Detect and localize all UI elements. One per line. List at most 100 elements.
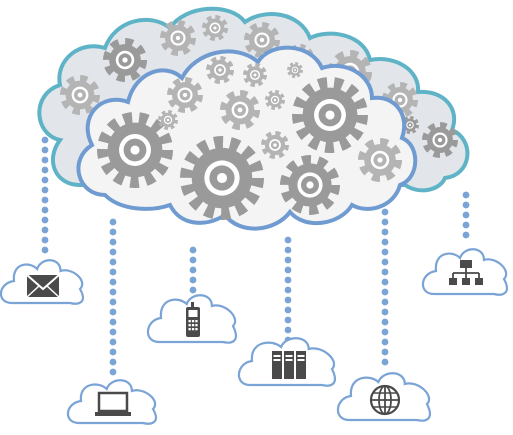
device-cloud-network — [421, 248, 509, 296]
gear-icon — [400, 115, 420, 135]
connector-dot — [284, 316, 292, 324]
connector-dot — [284, 266, 292, 274]
connector-dot — [109, 278, 117, 286]
connector-dot — [109, 238, 117, 246]
device-cloud-email — [0, 259, 85, 305]
gear-icon — [242, 62, 268, 88]
connector-dot — [462, 211, 470, 219]
connector-dot — [381, 238, 389, 246]
connector-dot — [41, 146, 49, 154]
gear-icon — [158, 110, 178, 130]
connector-dot — [284, 326, 292, 334]
connector-dot — [109, 358, 117, 366]
gear-icon — [202, 15, 228, 41]
connector-dot — [381, 218, 389, 226]
gears-front — [97, 56, 403, 220]
laptop-icon — [95, 391, 131, 416]
connector-dot — [109, 328, 117, 336]
connector-dot — [41, 216, 49, 224]
gear-icon — [261, 131, 289, 159]
connector-dot — [109, 228, 117, 236]
connector-dot — [284, 286, 292, 294]
device-clouds — [0, 248, 509, 425]
gear-icon — [97, 112, 173, 188]
connector-dot — [109, 288, 117, 296]
connector-lines — [41, 136, 470, 376]
connector-dot — [189, 246, 197, 254]
connector-dot — [41, 226, 49, 234]
connector-dot — [284, 256, 292, 264]
connector-dot — [381, 288, 389, 296]
gear-icon — [159, 19, 197, 57]
gear-icon — [279, 154, 341, 216]
connector-dot — [381, 298, 389, 306]
envelope-icon — [26, 274, 60, 298]
connector-dot — [381, 328, 389, 336]
connector-dot — [109, 268, 117, 276]
server-rack-icon — [272, 351, 306, 379]
connector-dot — [41, 206, 49, 214]
org-chart-icon — [449, 260, 483, 285]
connector-dot — [109, 308, 117, 316]
gear-icon — [243, 21, 281, 59]
device-cloud-globe — [336, 372, 432, 422]
connector-dot — [381, 248, 389, 256]
connector-dot — [381, 228, 389, 236]
connector-dot — [284, 306, 292, 314]
connector-dot — [381, 348, 389, 356]
connector-dot — [41, 236, 49, 244]
connector-dot — [381, 208, 389, 216]
connector-dot — [109, 298, 117, 306]
connector-dot — [284, 276, 292, 284]
connector-dot — [41, 136, 49, 144]
connector-dot — [189, 276, 197, 284]
device-cloud-laptop — [66, 379, 158, 425]
connector-dot — [284, 236, 292, 244]
gear-icon — [206, 56, 234, 84]
connector-dot — [41, 166, 49, 174]
globe-icon — [369, 384, 401, 416]
connector-dot — [109, 318, 117, 326]
device-cloud-phone — [146, 294, 238, 344]
connector-dot — [189, 286, 197, 294]
connector-dot — [109, 218, 117, 226]
connector-dot — [41, 186, 49, 194]
device-cloud-servers — [237, 337, 337, 387]
connector-dot — [381, 358, 389, 366]
connector-dot — [284, 246, 292, 254]
connector-dot — [109, 248, 117, 256]
connector-dot — [189, 256, 197, 264]
connector-dot — [381, 258, 389, 266]
mobile-phone-icon — [186, 302, 200, 337]
connector-dot — [381, 278, 389, 286]
gear-icon — [102, 37, 148, 83]
connector-dot — [109, 368, 117, 376]
connector-dot — [462, 231, 470, 239]
gear-icon — [421, 121, 459, 159]
connector-dot — [381, 318, 389, 326]
gear-icon — [357, 137, 403, 183]
connector-dot — [462, 221, 470, 229]
connector-dot — [284, 296, 292, 304]
connector-dot — [462, 201, 470, 209]
gear-icon — [166, 76, 204, 114]
connector-dot — [381, 338, 389, 346]
connector-dot — [109, 348, 117, 356]
gear-icon — [292, 77, 368, 153]
connector-dot — [41, 156, 49, 164]
connector-dot — [109, 258, 117, 266]
connector-dot — [41, 196, 49, 204]
gear-icon — [265, 90, 285, 110]
connector-dot — [462, 191, 470, 199]
gear-icon — [180, 136, 264, 220]
gear-icon — [220, 90, 260, 130]
connector-dot — [41, 176, 49, 184]
connector-dot — [381, 268, 389, 276]
gear-icon — [287, 62, 303, 78]
connector-dot — [381, 308, 389, 316]
connector-dot — [109, 338, 117, 346]
connector-dot — [189, 266, 197, 274]
gear-icon — [60, 75, 100, 115]
